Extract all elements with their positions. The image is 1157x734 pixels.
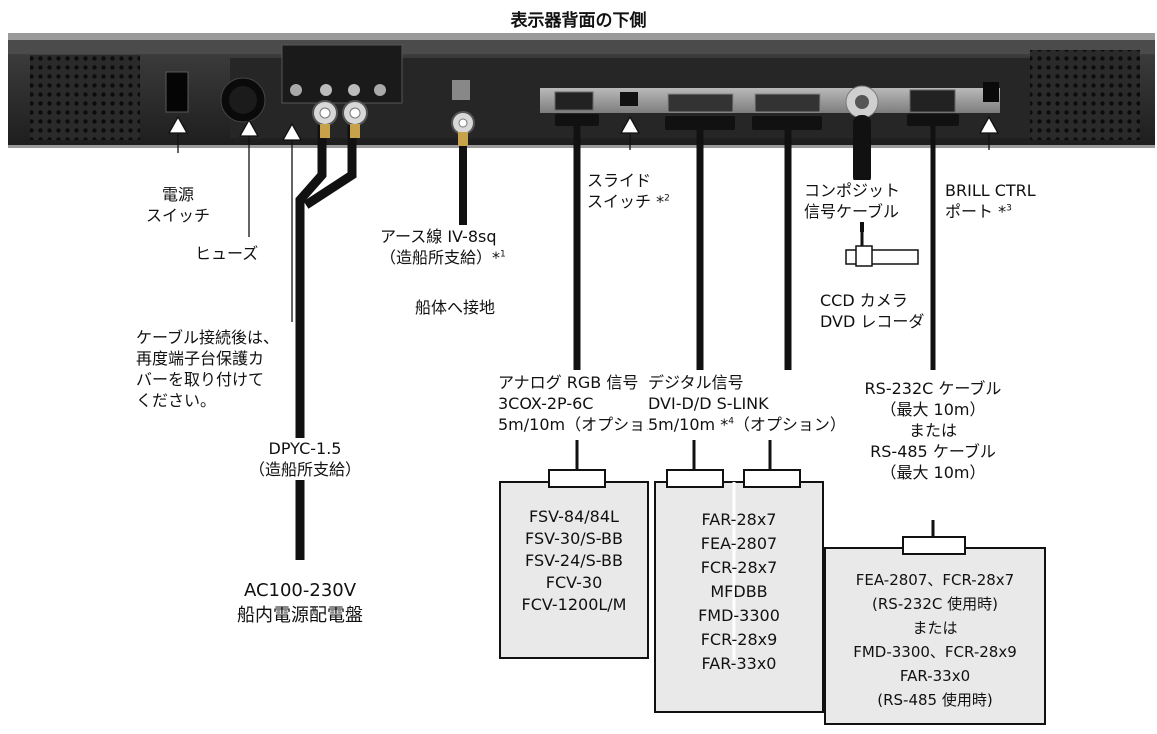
bnc-connector <box>846 86 878 118</box>
fuse-holder <box>221 78 265 122</box>
fuse-label: ヒューズ <box>195 243 258 264</box>
brill-port <box>983 82 999 102</box>
power-switch-label: 電源スイッチ <box>140 184 216 226</box>
terminal-block <box>282 45 402 103</box>
power-cable <box>300 125 352 560</box>
brill-port-label: BRILL CTRL ポート *3 <box>945 180 1036 222</box>
ground-stud <box>452 80 470 100</box>
power-switch <box>166 72 188 112</box>
power-cable-label: DPYC-1.5（造船所支給） <box>225 438 385 480</box>
slide-switch <box>620 92 638 106</box>
slide-switch-label: スライド スイッチ *2 <box>587 170 670 212</box>
dvi-port-2 <box>755 94 820 112</box>
serial-device-list: FEA-2807、FCR-28x7(RS-232C 使用時)または FMD-33… <box>825 568 1045 712</box>
earth-wire-label: アース線 IV-8sq （造船所支給）*1 <box>380 226 506 268</box>
composite-cable-label: コンポジット信号ケーブル <box>804 180 900 222</box>
serial-port <box>910 90 955 112</box>
vga-port <box>555 92 593 110</box>
cover-note: ケーブル接続後は、再度端子台保護カ バーを取り付けてください。 <box>136 327 279 411</box>
dvi-port-1 <box>668 94 733 112</box>
vent-grille-left <box>30 55 140 140</box>
ship-ground-label: 船体へ接地 <box>415 297 495 318</box>
earth-wire <box>452 112 474 225</box>
vent-grille-right <box>1030 50 1140 140</box>
connector-plate <box>540 88 1000 113</box>
